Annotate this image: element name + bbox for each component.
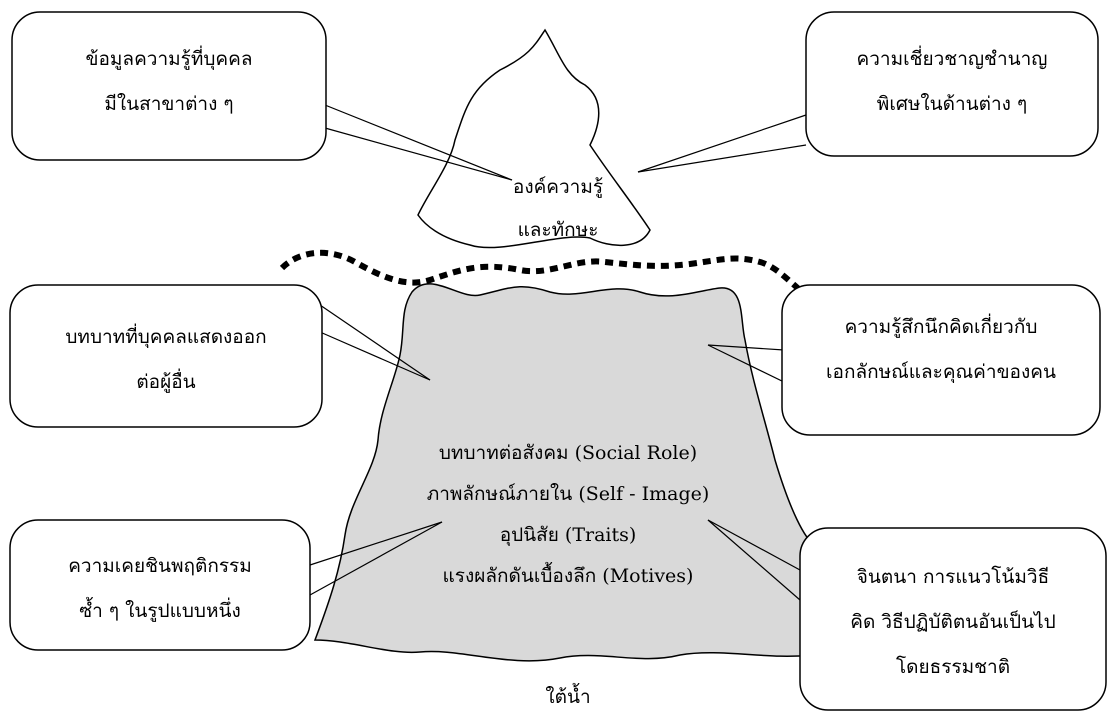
callout-self-image-line1: ความรู้สึกนึกคิดเกี่ยวกับ bbox=[845, 313, 1038, 338]
callout-skill-line2: พิเศษในด้านต่าง ๆ bbox=[877, 93, 1027, 115]
connector-skill bbox=[637, 114, 807, 173]
connector-self-image-2 bbox=[707, 344, 785, 383]
callout-motives-line2: คิด วิธีปฏิบัติตนอันเป็นไป bbox=[850, 609, 1055, 633]
callout-traits-line1: ความเคยชินพฤติกรรม bbox=[68, 555, 252, 577]
callout-knowledge-line2: มีในสาขาต่าง ๆ bbox=[104, 93, 233, 115]
connector-motives bbox=[707, 519, 801, 571]
underwater-shape bbox=[313, 283, 818, 662]
above-water-shape bbox=[417, 28, 651, 249]
callout-self-image-line2: เอกลักษณ์และคุณค่าของคน bbox=[826, 361, 1056, 384]
callout-skill-box bbox=[805, 11, 1099, 157]
center-line-motives: แรงผลักดันเบื้องลึก (Motives) bbox=[443, 562, 694, 587]
callout-knowledge-line1: ข้อมูลความรู้ที่บุคคล bbox=[86, 45, 253, 71]
center-line-traits: อุปนิสัย (Traits) bbox=[500, 524, 637, 547]
connector-motives-2 bbox=[707, 519, 801, 601]
callout-social-role-line1: บทบาทที่บุคคลแสดงออก bbox=[65, 323, 266, 349]
connector-self-image bbox=[707, 344, 785, 351]
callout-social-role-box bbox=[9, 284, 323, 428]
center-line-social-role: บทบาทต่อสังคม (Social Role) bbox=[439, 442, 697, 464]
callout-social-role-line2: ต่อผู้อื่น bbox=[136, 368, 195, 393]
top-shape-label-line2: และทักษะ bbox=[518, 219, 599, 241]
callout-traits-box bbox=[9, 519, 311, 651]
connector-traits-2 bbox=[309, 521, 443, 596]
connector-knowledge-2 bbox=[299, 94, 513, 181]
underwater-label: ใต้น้ำ bbox=[545, 683, 590, 708]
connector-social-role-2 bbox=[319, 331, 431, 381]
connector-knowledge bbox=[324, 127, 513, 181]
connector-traits bbox=[309, 521, 443, 566]
center-line-self-image: ภาพลักษณ์ภายใน (Self - Image) bbox=[427, 483, 710, 505]
callout-motives-line3: โดยธรรมชาติ bbox=[896, 655, 1010, 678]
connector-skill-2 bbox=[637, 144, 807, 173]
connector-social-role bbox=[319, 304, 431, 381]
waterline bbox=[279, 249, 802, 293]
callout-self-image-box bbox=[781, 284, 1101, 436]
callout-knowledge-box bbox=[11, 11, 327, 161]
callout-motives-line1: จินตนา การแนวโน้มวิธี bbox=[857, 565, 1049, 588]
callout-skill-line1: ความเชี่ยวชาญชำนาญ bbox=[857, 45, 1048, 70]
callout-traits-line2: ซ้ำ ๆ ในรูปแบบหนึ่ง bbox=[79, 597, 241, 622]
callout-motives-box bbox=[799, 527, 1107, 711]
top-shape-label-line1: องค์ความรู้ bbox=[513, 176, 603, 198]
